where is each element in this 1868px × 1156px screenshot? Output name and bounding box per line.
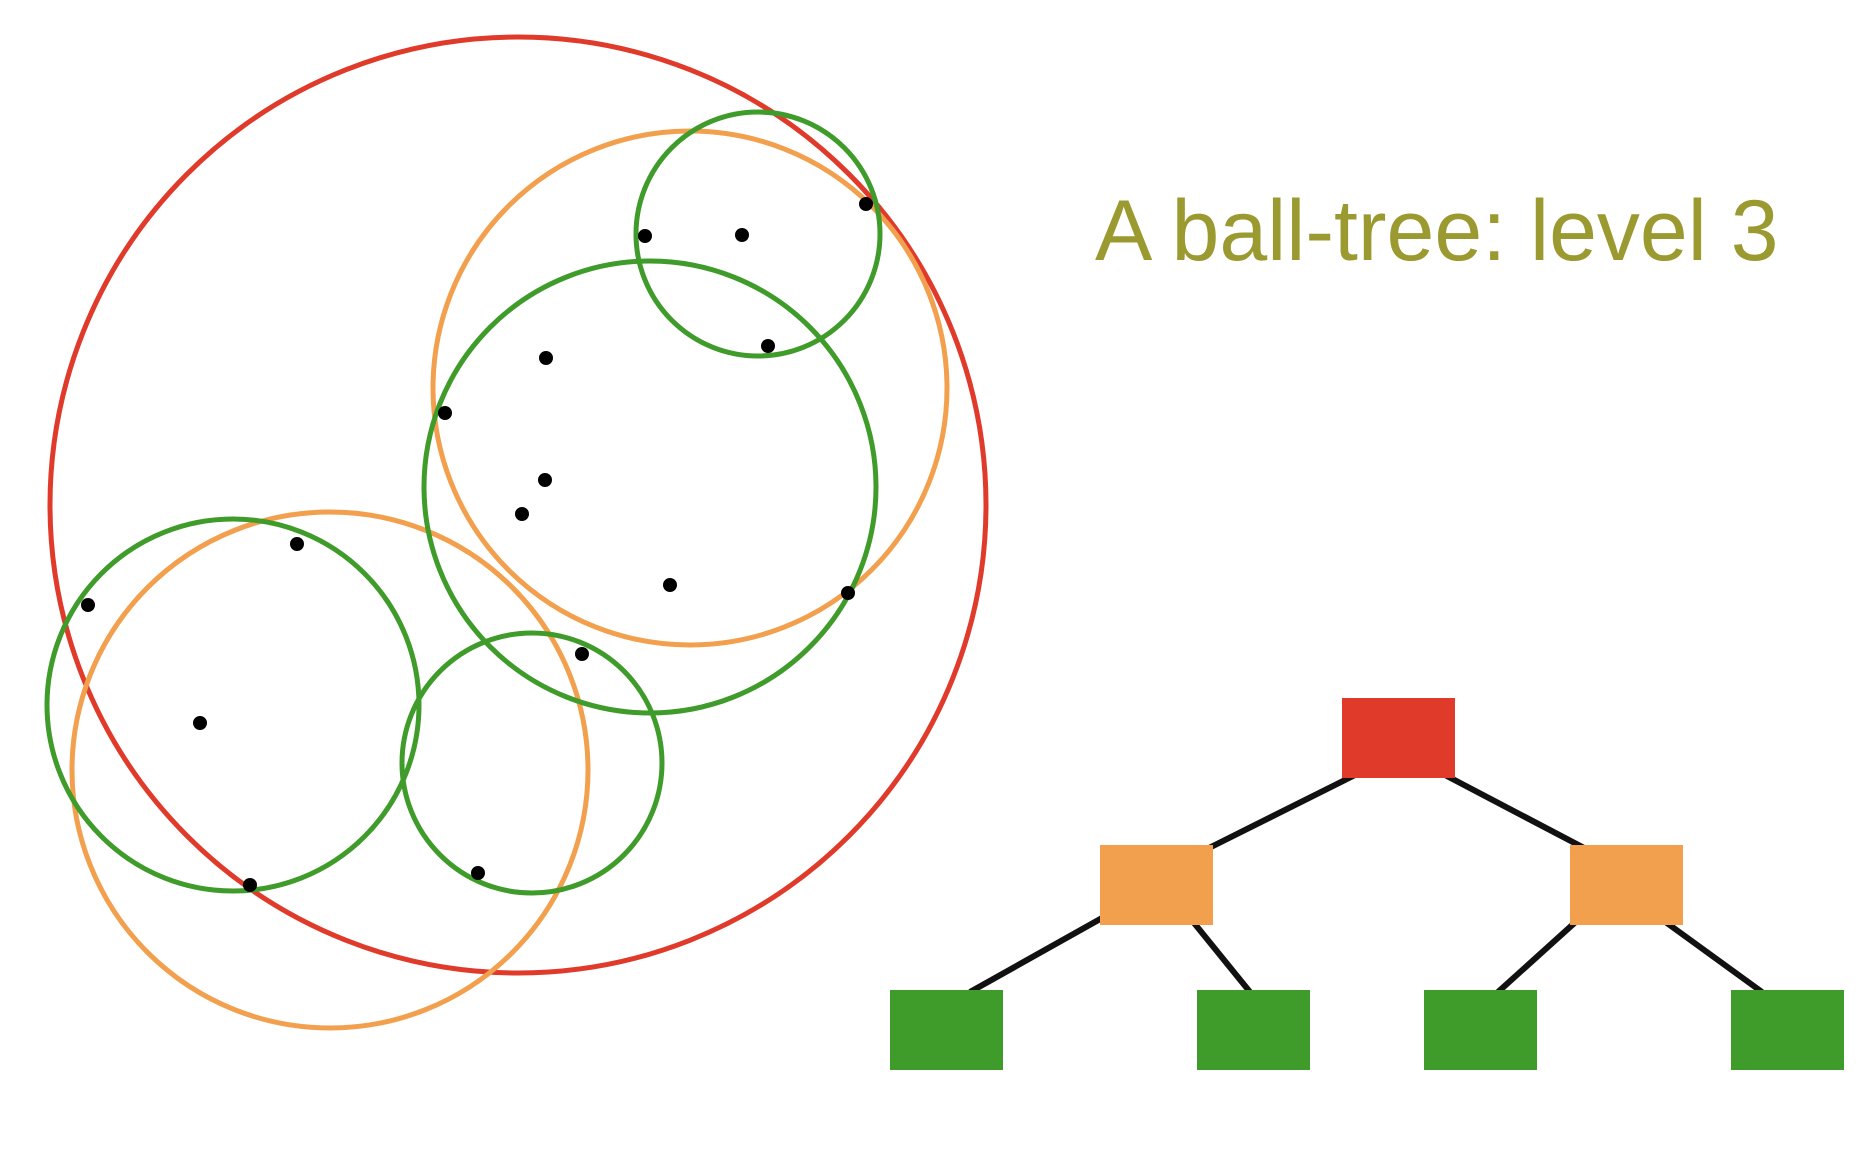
edge-right-rightleft (1495, 915, 1583, 995)
data-point (438, 406, 452, 420)
data-point (841, 586, 855, 600)
data-point (575, 647, 589, 661)
tree-node-right (1570, 845, 1683, 925)
data-point (761, 339, 775, 353)
right-right-ball-circle (633, 109, 883, 359)
data-point (539, 351, 553, 365)
data-point (471, 866, 485, 880)
left-left-ball-circle (44, 516, 422, 894)
edge-right-rightright (1658, 915, 1764, 995)
data-point (735, 228, 749, 242)
tree-nodes (890, 698, 1844, 1070)
tree-node-root (1342, 698, 1455, 778)
data-point (859, 197, 873, 211)
tree-node-left-left (890, 990, 1003, 1070)
edge-root-right (1443, 772, 1590, 853)
root-ball-circle (47, 34, 989, 976)
edge-left-leftright (1187, 916, 1253, 994)
tree-node-right-left (1424, 990, 1537, 1070)
right-left-ball-circle (421, 258, 879, 716)
data-point (290, 537, 304, 551)
data-point (515, 507, 529, 521)
data-point (81, 598, 95, 612)
tree-node-left-right (1197, 990, 1310, 1070)
data-point (638, 229, 652, 243)
points-group (81, 197, 873, 892)
balls-group (44, 34, 989, 1031)
edge-left-leftleft (968, 915, 1104, 995)
tree-node-left (1100, 845, 1213, 925)
left-right-ball-circle (399, 630, 665, 896)
data-point (243, 878, 257, 892)
left-ball-circle (69, 509, 591, 1031)
tree-node-right-right (1731, 990, 1844, 1070)
data-point (538, 473, 552, 487)
edge-root-left (1203, 772, 1357, 853)
data-point (193, 716, 207, 730)
tree-edges (968, 772, 1764, 995)
diagram-title: A ball-tree: level 3 (1095, 183, 1779, 279)
data-point (663, 578, 677, 592)
